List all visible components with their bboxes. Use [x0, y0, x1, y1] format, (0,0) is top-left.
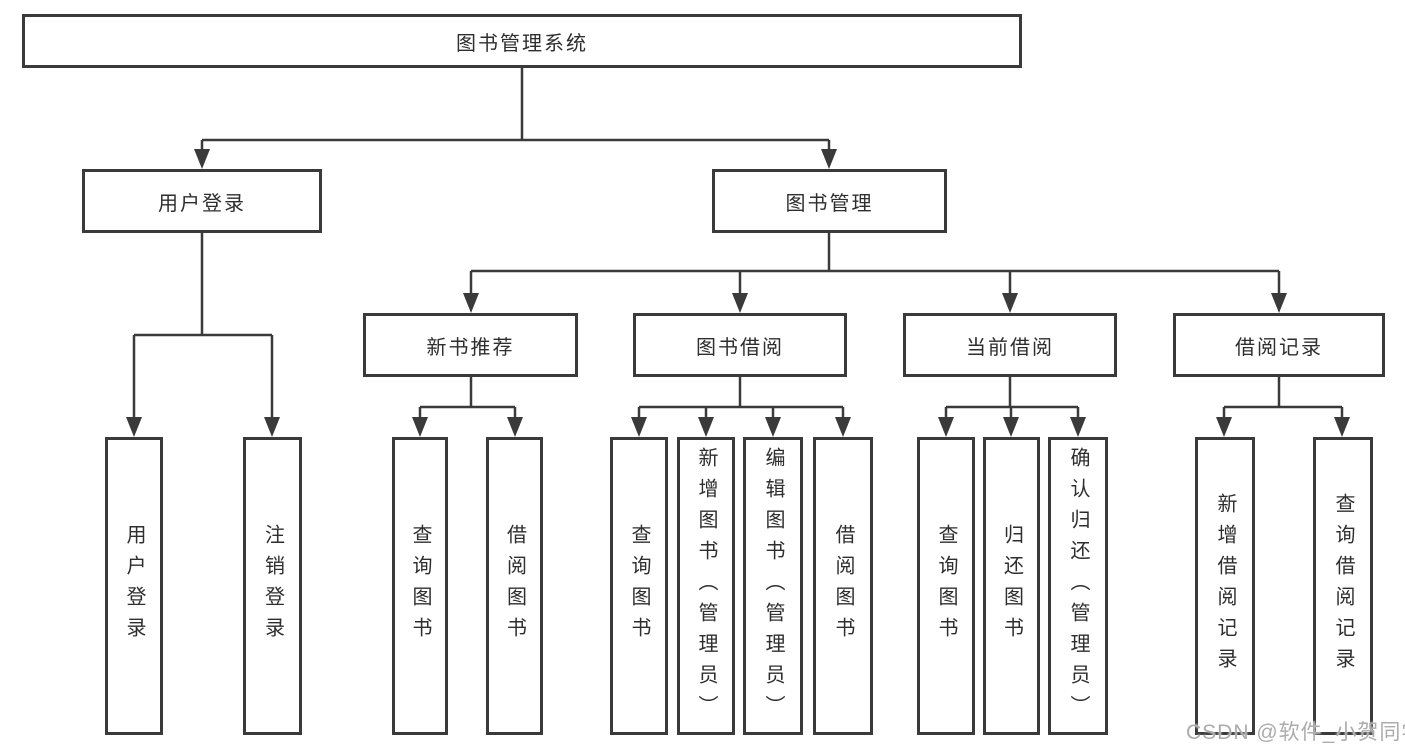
node-label: 注销登录	[261, 524, 284, 648]
node-label: 图书借阅	[696, 336, 784, 359]
node-leaf-return-book: 归还图书	[983, 437, 1040, 735]
node-label: 编辑图书（管理员）	[762, 446, 784, 726]
node-new-book-recommend: 新书推荐	[363, 313, 578, 377]
node-label: 确认归还（管理员）	[1067, 446, 1089, 726]
node-book-borrow: 图书借阅	[633, 313, 847, 377]
node-label: 借阅图书	[832, 524, 854, 648]
node-label: 用户登录	[123, 524, 145, 648]
node-label: 查询图书	[628, 524, 650, 648]
node-label: 查询图书	[935, 524, 957, 648]
node-label: 当前借阅	[966, 336, 1054, 359]
node-label: 图书管理系统	[456, 32, 588, 55]
node-label: 新书推荐	[426, 336, 515, 359]
node-user-login: 用户登录	[82, 169, 322, 233]
arrowheads	[126, 149, 1350, 437]
node-leaf-query-books-current: 查询图书	[917, 437, 975, 735]
csdn-watermark: CSDN @软件_小贺同学	[1186, 721, 1405, 744]
node-leaf-query-borrow-record: 查询借阅记录	[1313, 437, 1373, 735]
node-label: 用户登录	[158, 192, 246, 215]
node-leaf-add-borrow-record: 新增借阅记录	[1195, 437, 1255, 735]
node-leaf-confirm-return-admin: 确认归还（管理员）	[1048, 437, 1108, 735]
node-label: 新增借阅记录	[1214, 493, 1236, 679]
node-label: 查询图书	[409, 524, 431, 648]
node-leaf-user-login: 用户登录	[105, 437, 163, 735]
node-label: 新增图书（管理员）	[695, 446, 717, 726]
node-current-borrow: 当前借阅	[903, 313, 1117, 377]
node-leaf-borrow-book-recommend: 借阅图书	[486, 437, 543, 735]
node-leaf-edit-book-admin: 编辑图书（管理员）	[743, 437, 803, 735]
node-book-management: 图书管理	[712, 169, 947, 233]
node-label: 归还图书	[1000, 524, 1023, 648]
node-leaf-logout: 注销登录	[243, 437, 302, 735]
node-root-library-system: 图书管理系统	[22, 14, 1022, 68]
node-label: 借阅图书	[503, 524, 526, 648]
node-leaf-query-books-recommend: 查询图书	[392, 437, 448, 735]
node-leaf-query-books-borrow: 查询图书	[610, 437, 668, 735]
node-borrow-records: 借阅记录	[1173, 313, 1385, 377]
node-label: 图书管理	[785, 192, 874, 215]
node-leaf-borrow-book-borrow: 借阅图书	[813, 437, 873, 735]
node-label: 借阅记录	[1235, 336, 1323, 359]
node-label: 查询借阅记录	[1332, 493, 1354, 679]
node-leaf-add-book-admin: 新增图书（管理员）	[677, 437, 735, 735]
